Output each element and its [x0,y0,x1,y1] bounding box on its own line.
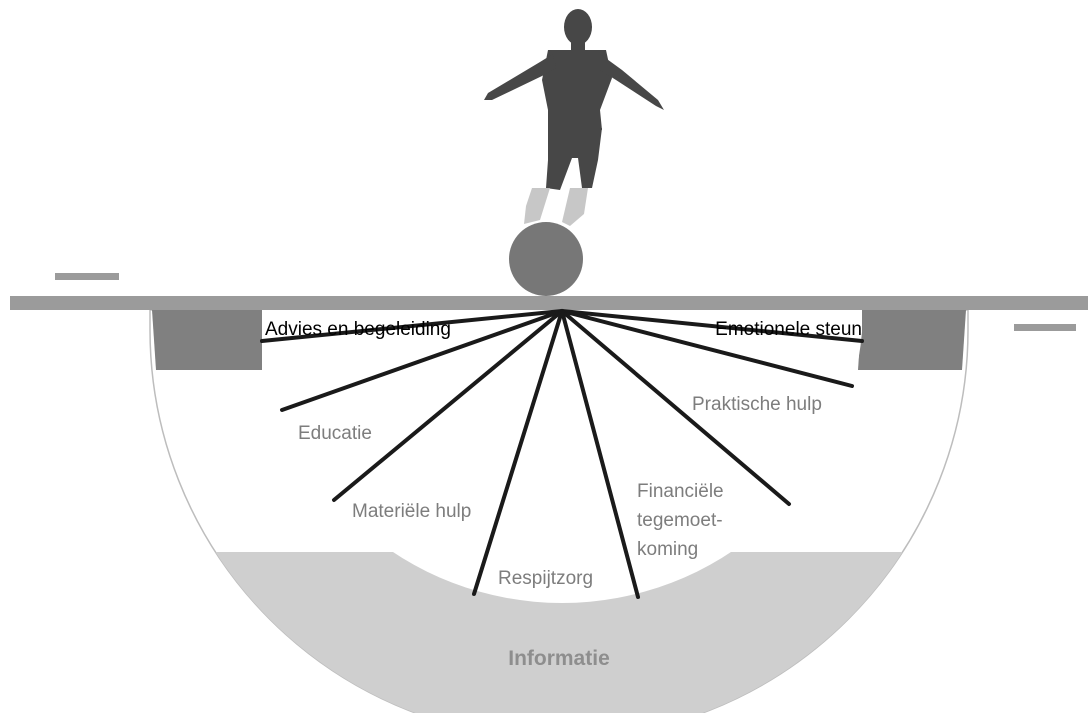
inner-half-disk [262,310,862,603]
spokes [260,309,864,599]
spoke-emotionele [560,309,864,343]
label-financiele-1: Financiële [637,481,724,502]
balance-ball [509,222,583,296]
right-foot-blur [562,188,588,226]
label-educatie: Educatie [298,423,372,444]
label-informatie: Informatie [508,647,610,670]
left-small-bar [55,273,119,280]
person-head [564,9,592,45]
person-feet-blur [524,188,588,226]
label-financiele-2: tegemoet- [637,510,723,531]
spoke-financiele [560,309,791,506]
person-left-arm [484,54,556,100]
person-torso [542,50,612,130]
spoke-advies [260,309,564,343]
left-foot-blur [524,188,550,224]
label-praktische: Praktische hulp [692,394,822,415]
label-emotionele: Emotionele steun [715,319,862,340]
label-financiele-3: koming [637,539,698,560]
label-advies: Advies en begeleiding [265,319,451,340]
left-gray-block [152,310,262,370]
person-neck [571,40,585,50]
right-small-bar [1014,324,1076,331]
horizontal-beam [10,296,1088,310]
label-materiele: Materiële hulp [352,501,471,522]
label-respijtzorg: Respijtzorg [498,568,593,589]
spoke-respijtzorg-left [472,309,564,596]
spoke-educatie [280,309,564,412]
person-right-arm [600,54,664,110]
person-legs [546,128,602,190]
right-gray-block [858,310,966,370]
spoke-respijtzorg-right [560,309,640,599]
spoke-praktische [560,309,854,388]
spoke-materiele [332,309,564,502]
person-silhouette [484,9,664,190]
